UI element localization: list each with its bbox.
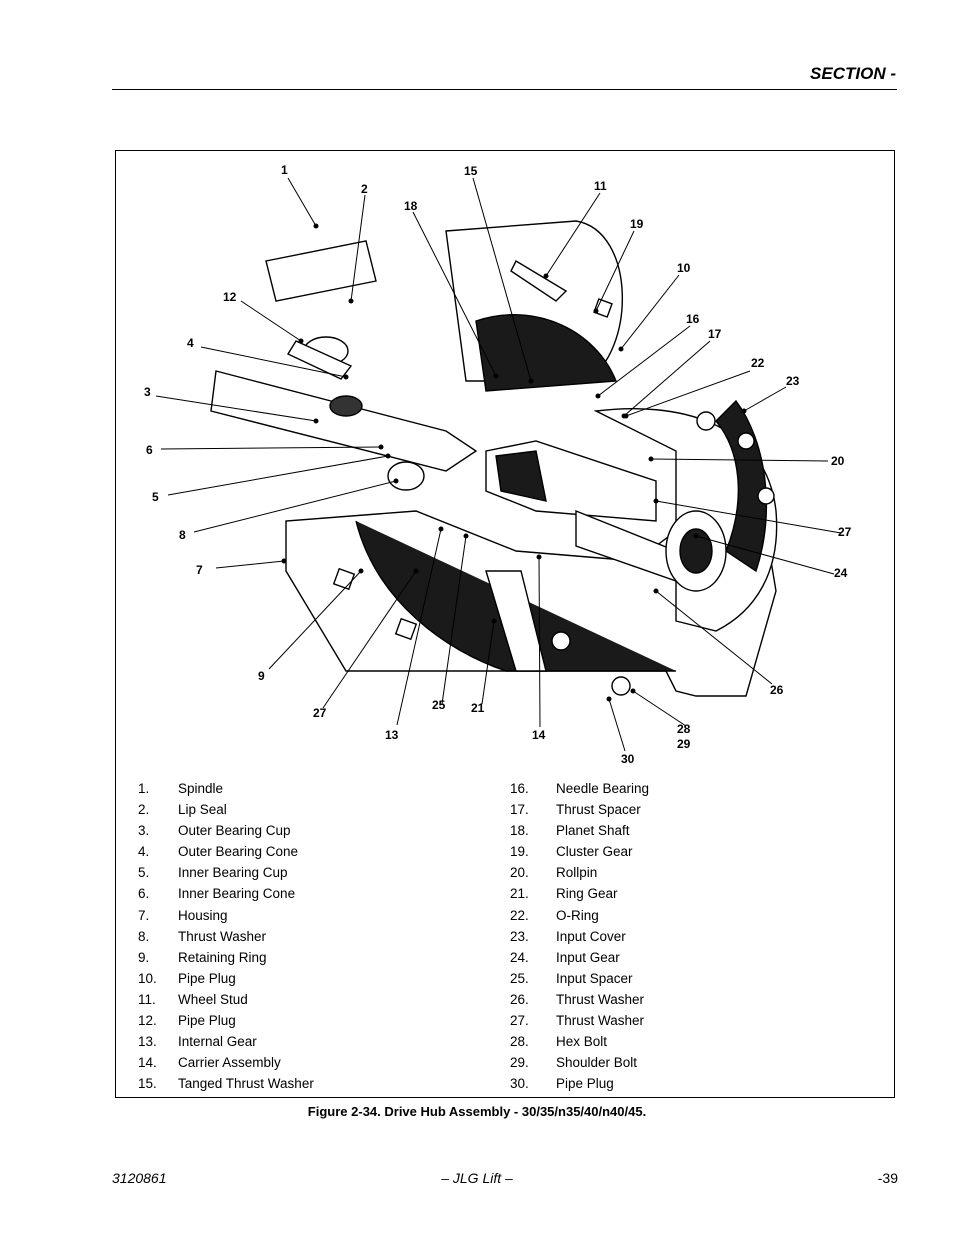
legend-item-label: Shoulder Bolt (556, 1055, 638, 1071)
drive-hub-illustration: 1 2 15 11 18 19 10 12 16 17 4 22 23 3 20… (144, 163, 852, 766)
legend-item-label: Carrier Assembly (178, 1055, 281, 1071)
legend-item-label: Input Cover (556, 928, 626, 944)
legend-item-label: Pipe Plug (556, 1076, 614, 1092)
legend-item-label: Housing (178, 907, 228, 923)
legend-item-label: Wheel Stud (178, 991, 248, 1007)
callout-number: 6 (146, 443, 153, 457)
callout-number: 23 (786, 374, 800, 388)
legend-item-label: Spindle (178, 781, 224, 796)
legend-item-label: Planet Shaft (556, 823, 630, 839)
callout-number: 25 (432, 698, 446, 712)
legend-item-label: Cluster Gear (556, 844, 633, 860)
legend-item-label: O-Ring (556, 907, 599, 923)
legend-item-label: Inner Bearing Cone (178, 886, 296, 902)
legend-item-number: 19. (510, 844, 529, 860)
legend-item-number: 20. (510, 865, 529, 881)
callout-number: 20 (831, 454, 845, 468)
legend-item-label: Thrust Washer (178, 928, 267, 944)
legend-item-number: 8. (138, 928, 150, 944)
legend-item-label: Pipe Plug (178, 1013, 236, 1029)
callout-number: 16 (686, 312, 700, 326)
legend-item-number: 14. (138, 1055, 157, 1071)
legend-item-number: 5. (138, 865, 150, 881)
page-number: -39 (877, 1170, 898, 1186)
legend-item-number: 28. (510, 1034, 529, 1050)
callout-number: 8 (179, 528, 186, 542)
callout-number: 27 (838, 525, 852, 539)
legend-item-number: 9. (138, 949, 150, 965)
callout-number: 3 (144, 385, 151, 399)
legend-item-label: Inner Bearing Cup (178, 865, 288, 881)
legend-item-number: 30. (510, 1076, 529, 1092)
callout-number: 22 (751, 356, 765, 370)
callout-number: 26 (770, 683, 784, 697)
document-number: 3120861 (112, 1170, 167, 1186)
legend-item-number: 16. (510, 781, 529, 796)
callout-number: 2 (361, 182, 368, 196)
callout-number: 19 (630, 217, 644, 231)
callout-number: 7 (196, 563, 203, 577)
legend-item-label: Lip Seal (178, 802, 227, 818)
callout-number: 28 (677, 722, 691, 736)
legend-item-number: 7. (138, 907, 150, 923)
legend-item-number: 13. (138, 1034, 157, 1050)
legend-item-label: Internal Gear (178, 1034, 257, 1050)
callout-number: 30 (621, 752, 635, 766)
callout-number: 13 (385, 728, 399, 742)
callout-number: 18 (404, 199, 418, 213)
legend-item-label: Thrust Spacer (556, 802, 641, 818)
callout-number: 15 (464, 164, 478, 178)
figure-frame: 1 2 15 11 18 19 10 12 16 17 4 22 23 3 20… (115, 150, 895, 1098)
callout-number: 9 (258, 669, 265, 683)
callout-number: 10 (677, 261, 691, 275)
legend-item-number: 21. (510, 886, 529, 902)
legend-item-number: 24. (510, 949, 529, 965)
legend-item-number: 12. (138, 1013, 157, 1029)
legend-item-label: Thrust Washer (556, 991, 645, 1007)
callout-number: 1 (281, 163, 288, 177)
legend-item-label: Rollpin (556, 865, 598, 881)
callout-number: 12 (223, 290, 237, 304)
legend-item-label: Outer Bearing Cone (178, 844, 299, 860)
legend-item-number: 18. (510, 823, 529, 839)
legend-item-number: 10. (138, 970, 157, 986)
callout-number: 24 (834, 566, 848, 580)
legend-item-label: Ring Gear (556, 886, 618, 902)
legend-item-label: Input Gear (556, 949, 620, 965)
legend-item-label: Retaining Ring (178, 949, 267, 965)
legend-item-label: Pipe Plug (178, 970, 236, 986)
legend-item-number: 6. (138, 886, 150, 902)
callout-number: 29 (677, 737, 691, 751)
callout-number: 17 (708, 327, 722, 341)
legend-item-number: 29. (510, 1055, 529, 1071)
legend-item-label: Needle Bearing (556, 781, 650, 796)
legend-item-number: 22. (510, 907, 529, 923)
legend-item-number: 11. (138, 991, 156, 1007)
legend-item-number: 2. (138, 802, 150, 818)
brand-footer: – JLG Lift – (441, 1170, 513, 1186)
legend-item-label: Thrust Washer (556, 1013, 645, 1029)
legend-item-number: 25. (510, 970, 529, 986)
section-header: SECTION - (810, 64, 896, 83)
legend-item-number: 23. (510, 928, 529, 944)
callout-number: 11 (594, 179, 607, 193)
legend-item-number: 3. (138, 823, 150, 839)
figure-caption: Figure 2-34. Drive Hub Assembly - 30/35/… (307, 1104, 647, 1119)
legend-item-label: Hex Bolt (556, 1034, 608, 1050)
callout-number: 21 (471, 701, 485, 715)
callout-number: 27 (313, 706, 327, 720)
legend-item-number: 26. (510, 991, 529, 1007)
legend-item-label: Outer Bearing Cup (178, 823, 291, 839)
callout-number: 4 (187, 336, 194, 350)
legend-item-number: 27. (510, 1013, 529, 1029)
legend-item-number: 17. (510, 802, 529, 818)
legend-item-number: 15. (138, 1076, 157, 1092)
header-divider (112, 89, 897, 90)
callout-number: 14 (532, 728, 546, 742)
legend-item-number: 4. (138, 844, 150, 860)
legend-item-number: 1. (138, 781, 150, 796)
legend-item-label: Input Spacer (556, 970, 633, 986)
callout-number: 5 (152, 490, 159, 504)
legend-item-label: Tanged Thrust Washer (178, 1076, 314, 1092)
